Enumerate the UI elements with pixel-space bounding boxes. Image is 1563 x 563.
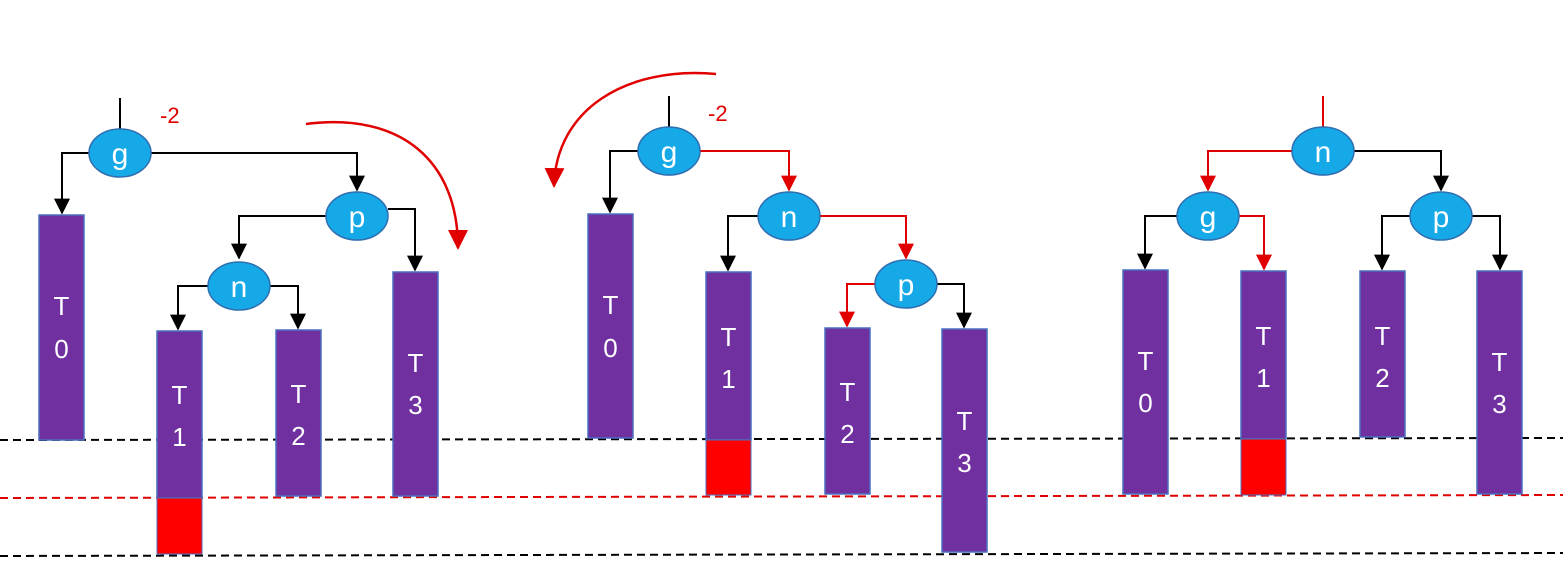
edge-n-t1 <box>720 215 758 272</box>
edge-n-g <box>1200 150 1292 192</box>
subtree-t0-letter: T <box>54 291 70 321</box>
node-g-label: g <box>1200 201 1217 234</box>
edge-g-t0 <box>1137 215 1177 270</box>
node-p <box>874 259 938 309</box>
subtree-t1-letter: T <box>172 380 188 410</box>
subtree-t3-index: 3 <box>957 448 971 478</box>
subtree-t1-index: 1 <box>721 364 735 394</box>
balance-factor: -2 <box>708 101 728 126</box>
node-n <box>1291 126 1355 176</box>
subtree-t0-index: 0 <box>1138 388 1152 418</box>
subtree-t3-index: 3 <box>1492 389 1506 419</box>
subtree-t3 <box>941 328 988 553</box>
node-g-label: g <box>661 136 678 169</box>
subtree-t2-index: 2 <box>1375 363 1389 393</box>
overflow-block <box>705 439 752 496</box>
rotation-arrow <box>305 120 468 250</box>
edge-p-t3 <box>1472 215 1508 271</box>
edge-g-t0 <box>54 152 90 215</box>
node-g <box>1176 191 1240 241</box>
subtree-t0-letter: T <box>603 290 619 320</box>
subtree-t2 <box>1359 270 1406 438</box>
panel-after-first-rotation: T 0 T 1 T 2 T 3 g n p -2 <box>544 71 988 553</box>
subtree-t1 <box>1240 270 1287 440</box>
subtree-t3 <box>392 271 439 497</box>
edge-p-t3 <box>936 283 972 329</box>
panel-before-first-rotation: T 0 T 1 T 2 T 3 g p n -2 <box>38 98 468 555</box>
node-n-label: n <box>781 201 798 234</box>
subtree-t3-index: 3 <box>408 390 422 420</box>
subtree-t2 <box>824 327 871 495</box>
edge-n-p <box>820 215 914 260</box>
edge-n-t2 <box>270 285 306 330</box>
subtree-t2-index: 2 <box>840 419 854 449</box>
edge-p-t2 <box>839 283 876 328</box>
subtree-t2-letter: T <box>840 377 856 407</box>
upper-height-line <box>0 437 1563 441</box>
edge-p-n <box>231 215 327 260</box>
subtree-t0 <box>587 213 634 439</box>
height-guides <box>0 437 1563 557</box>
subtree-t1-index: 1 <box>1256 363 1270 393</box>
node-p <box>1409 191 1473 241</box>
subtree-t2-letter: T <box>291 379 307 409</box>
node-p-label: p <box>1433 201 1450 234</box>
overflow-block <box>1240 438 1287 496</box>
subtree-t2 <box>275 329 322 497</box>
node-p-label: p <box>349 201 366 234</box>
node-g <box>637 126 701 176</box>
subtree-t1-letter: T <box>721 322 737 352</box>
node-g-label: g <box>112 138 129 171</box>
lower-height-line <box>0 552 1563 557</box>
node-p-label: p <box>898 269 915 302</box>
subtree-t3-letter: T <box>408 348 424 378</box>
node-n <box>757 191 821 241</box>
subtree-t0-letter: T <box>1138 346 1154 376</box>
subtree-t1-index: 1 <box>172 422 186 452</box>
edge-p-t2 <box>1374 215 1410 271</box>
subtree-t3-letter: T <box>1492 347 1508 377</box>
edge-p-t3 <box>388 208 423 272</box>
edge-g-n <box>700 150 797 192</box>
subtree-t2-index: 2 <box>291 421 305 451</box>
node-n-label: n <box>231 271 248 304</box>
subtree-t3 <box>1476 270 1523 495</box>
node-p <box>325 191 389 241</box>
node-n-label: n <box>1315 136 1332 169</box>
edge-n-t1 <box>170 285 208 331</box>
subtree-t2-letter: T <box>1375 321 1391 351</box>
overflow-block <box>156 497 203 555</box>
subtree-t1 <box>156 330 203 499</box>
subtree-t0 <box>38 214 85 441</box>
subtree-t1-letter: T <box>1256 321 1272 351</box>
rotation-arrow <box>544 71 717 188</box>
edge-n-p <box>1354 150 1449 192</box>
subtree-t1 <box>705 271 752 441</box>
subtree-t3-letter: T <box>957 406 973 436</box>
overflow-height-line <box>0 494 1563 499</box>
node-n <box>207 261 271 311</box>
subtree-t0-index: 0 <box>603 333 617 363</box>
balance-factor: -2 <box>160 103 180 128</box>
edge-g-t1 <box>1239 215 1272 271</box>
edge-g-p <box>150 152 365 192</box>
subtree-t0 <box>1122 269 1169 495</box>
edge-g-t0 <box>602 150 639 214</box>
panel-after-second-rotation: T 0 T 1 T 2 T 3 n g p <box>1122 96 1523 496</box>
subtree-t0-index: 0 <box>54 334 68 364</box>
node-g <box>88 128 152 178</box>
